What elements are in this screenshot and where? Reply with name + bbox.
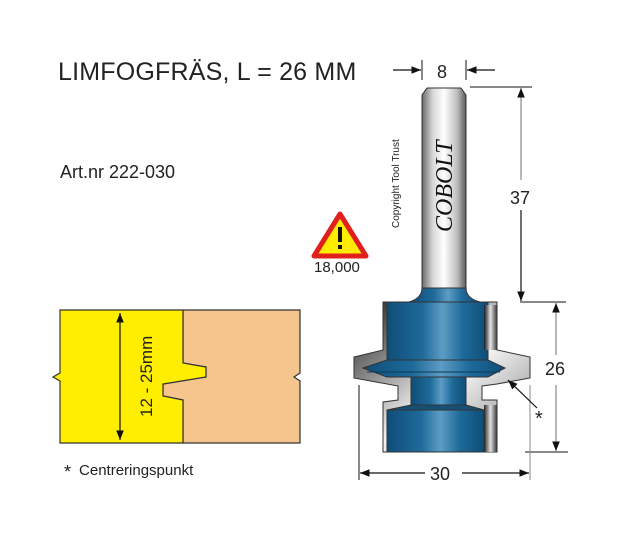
copyright-text: Copyright Tool Trust xyxy=(391,139,402,228)
legend-text: Centreringspunkt xyxy=(79,462,194,479)
shank-length-label: 37 xyxy=(510,188,530,208)
thickness-label: 12 - 25mm xyxy=(137,336,156,417)
cutter-diameter-label: 30 xyxy=(430,464,450,484)
shank-diameter-label: 8 xyxy=(437,62,447,82)
centering-point-marker: * xyxy=(535,408,543,430)
brand-logo: COBOLT xyxy=(432,139,458,232)
warning-triangle-icon xyxy=(311,211,369,259)
dimensions: 8 37 26 30 * xyxy=(358,60,568,484)
max-rpm-label: 18,000 xyxy=(314,259,360,276)
product-title: LIMFOGFRÄS, L = 26 MM xyxy=(58,58,357,86)
joint-illustration: 12 - 25mm xyxy=(51,309,301,444)
router-bit: COBOLT xyxy=(353,87,531,453)
cutting-length-label: 26 xyxy=(545,359,565,379)
left-board xyxy=(51,309,207,444)
legend: * Centreringspunkt xyxy=(64,459,194,482)
article-number: Art.nr 222-030 xyxy=(60,162,176,182)
legend-symbol: * xyxy=(64,462,72,482)
